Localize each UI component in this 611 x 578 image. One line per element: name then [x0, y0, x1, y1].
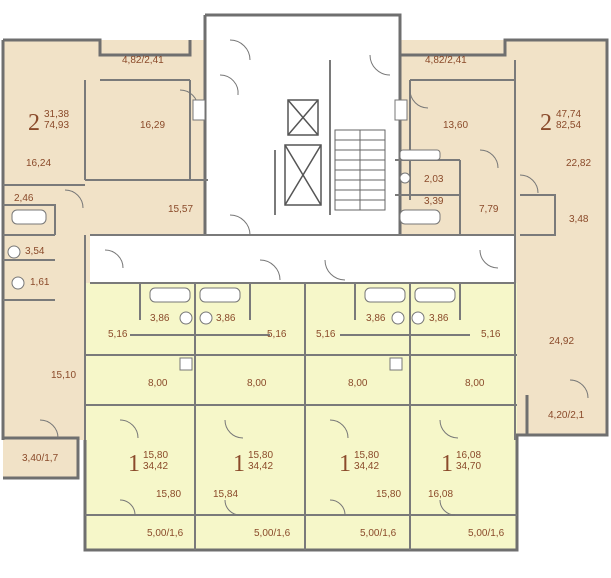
room-area-balcony-br: 4,20/2,1 — [548, 410, 585, 421]
room-area-room: 15,80 — [376, 489, 402, 500]
apartment-left-lower-fill — [3, 260, 85, 440]
walls — [1, 13, 609, 552]
room-area-balcony-tl: 4,82/2,41 — [122, 55, 164, 66]
room-area-wc-left: 1,61 — [30, 277, 50, 288]
living-area: 15,80 — [248, 450, 274, 461]
living-area: 47,74 — [556, 109, 582, 120]
balconies-bottom-fill — [85, 515, 517, 550]
balcony-bl-fill — [3, 438, 78, 478]
apartment-right-lower-fill — [515, 40, 607, 435]
total-area: 82,54 — [556, 120, 582, 131]
apartment-areas: 15,80 34,42 — [143, 450, 168, 472]
room-area-hall: 5,16 — [108, 329, 128, 340]
room-area-balcony: 5,00/1,6 — [468, 528, 505, 539]
room-area-balcony: 5,00/1,6 — [360, 528, 397, 539]
room-area-hall: 5,16 — [316, 329, 336, 340]
room-area-room: 16,08 — [428, 489, 454, 500]
living-area: 31,38 — [44, 109, 70, 120]
room-area-wc-right: 2,03 — [424, 174, 444, 185]
room-area-kitchen: 8,00 — [465, 378, 485, 389]
apartment-areas: 47,74 82,54 — [556, 109, 581, 131]
fills — [3, 15, 607, 550]
room-area-bath-right: 3,39 — [424, 196, 444, 207]
room-area-kitchen: 8,00 — [148, 378, 168, 389]
apartment-areas: 31,38 74,93 — [44, 109, 69, 131]
room-area-hall-left: 2,46 — [14, 193, 34, 204]
room-area-balcony-tr: 4,82/2,41 — [425, 55, 467, 66]
interior-walls — [3, 60, 556, 550]
apartment-rooms: 1 — [128, 451, 140, 477]
room-area-bedroom-right: 13,60 — [443, 120, 469, 131]
room-area-room: 15,80 — [156, 489, 182, 500]
elevators — [284, 99, 322, 206]
corridor-fill — [90, 235, 515, 283]
room-area-balcony-bl: 3,40/1,7 — [22, 453, 59, 464]
room-area-living-left: 16,24 — [26, 158, 52, 169]
total-area: 74,93 — [44, 120, 70, 131]
stairs — [334, 129, 386, 211]
room-area-balcony: 5,00/1,6 — [254, 528, 291, 539]
room-area-hall-right: 7,79 — [479, 204, 499, 215]
total-area: 34,42 — [143, 461, 169, 472]
apartment-areas: 15,80 34,42 — [354, 450, 379, 472]
living-area: 15,80 — [354, 450, 380, 461]
room-area-bath: 3,86 — [216, 313, 236, 324]
apartment-rooms: 1 — [441, 451, 453, 477]
room-area-closet-right: 3,48 — [569, 214, 589, 225]
room-area-bath: 3,86 — [366, 313, 386, 324]
living-area: 16,08 — [456, 450, 482, 461]
total-area: 34,70 — [456, 461, 482, 472]
apartments-bottom-fill — [85, 283, 517, 515]
room-area-room-right: 24,92 — [549, 336, 575, 347]
room-area-kitchen: 8,00 — [247, 378, 267, 389]
total-area: 34,42 — [354, 461, 380, 472]
room-area-bath: 3,86 — [150, 313, 170, 324]
fixtures — [7, 99, 456, 371]
apartment-rooms: 1 — [233, 451, 245, 477]
balcony-br-fill — [527, 395, 607, 435]
total-area: 34,42 — [248, 461, 274, 472]
room-area-living-right: 22,82 — [566, 158, 592, 169]
apartment-areas: 15,80 34,42 — [248, 450, 273, 472]
room-area-bath: 3,86 — [429, 313, 449, 324]
room-area-hall: 5,16 — [267, 329, 287, 340]
room-area-balcony: 5,00/1,6 — [147, 528, 184, 539]
room-area-hall: 5,16 — [481, 329, 501, 340]
apartment-areas: 16,08 34,70 — [456, 450, 481, 472]
apartment-rooms: 2 — [28, 110, 40, 136]
apartment-rooms: 1 — [339, 451, 351, 477]
room-area-room: 15,84 — [213, 489, 239, 500]
room-area-corridor-left: 15,57 — [168, 204, 194, 215]
room-area-kitchen-left: 15,10 — [51, 370, 77, 381]
stair-core-fill — [205, 15, 400, 235]
room-area-bedroom-left: 16,29 — [140, 120, 166, 131]
apartment-rooms: 2 — [540, 110, 552, 136]
doors — [39, 39, 589, 516]
room-area-kitchen: 8,00 — [348, 378, 368, 389]
room-area-bath-left: 3,54 — [25, 246, 45, 257]
living-area: 15,80 — [143, 450, 169, 461]
